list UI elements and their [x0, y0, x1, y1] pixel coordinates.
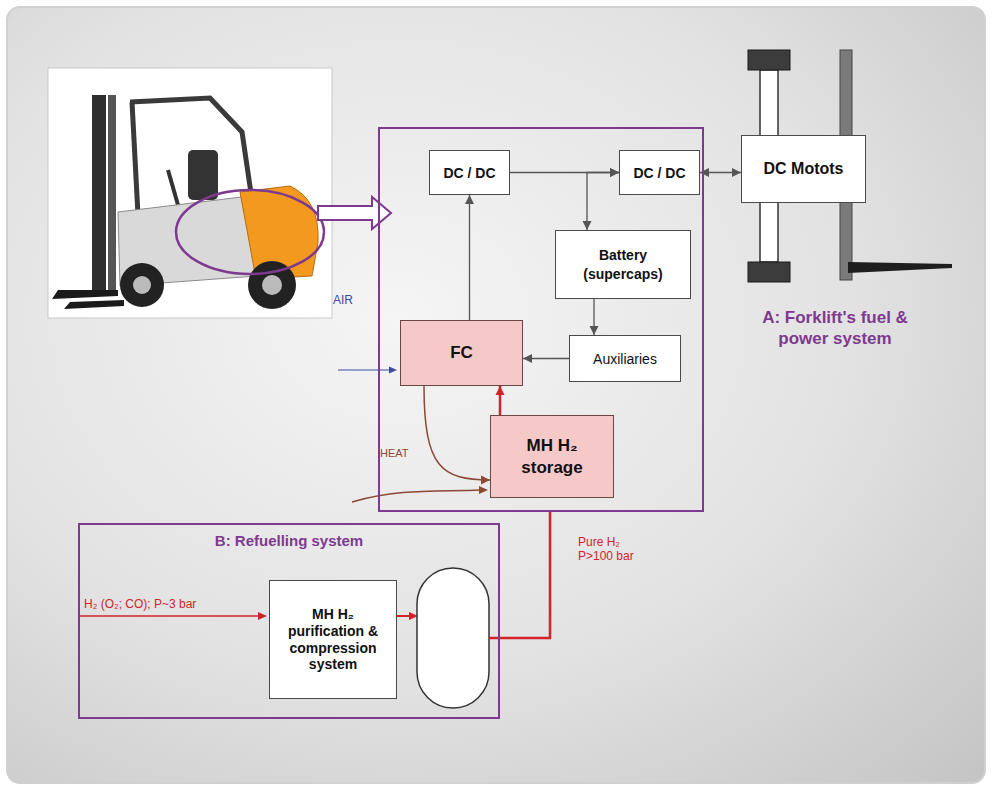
annotation-label: AIR: [333, 293, 353, 307]
forklift-photo: [48, 68, 391, 318]
arrow-head: [590, 326, 599, 335]
feed-line: [80, 615, 259, 617]
motor-box: DC Motots: [741, 135, 866, 203]
forklift-wheel: [120, 263, 164, 307]
forklift-hub: [262, 275, 282, 295]
arrow-head: [610, 168, 619, 177]
annotation-label: HEAT: [380, 447, 409, 460]
storage-box: MH H₂ storage: [490, 415, 614, 498]
arrow-head: [389, 367, 397, 374]
arrow-head: [465, 195, 474, 204]
connector-line: [424, 386, 490, 480]
forklift-fork: [52, 290, 118, 299]
process-box: MH H₂ purification & compression system: [269, 580, 397, 699]
frame-heading: B: Refuelling system: [80, 532, 498, 549]
box-label: FC: [450, 343, 473, 363]
wheel: [748, 50, 790, 70]
forklift-fork: [64, 300, 124, 309]
system-frame: A: Forklift's fuel & power systemDC / DC…: [378, 127, 704, 512]
buffer-tank: [417, 568, 489, 708]
refuel-lines: [80, 512, 550, 708]
label-holder: HEAT: [380, 447, 409, 460]
wheel: [748, 262, 790, 282]
arrow-head: [258, 612, 267, 620]
arrow-head: [496, 386, 505, 395]
air-line: [338, 369, 390, 370]
forklift-mast: [92, 95, 106, 290]
arrow-head: [479, 486, 488, 494]
box-label: MH H₂ storage: [505, 435, 600, 478]
connector: [424, 386, 490, 485]
connector: [496, 386, 505, 415]
arrow-head: [732, 168, 741, 177]
air-inlet: [338, 367, 397, 374]
connector: [700, 168, 741, 177]
connector-line: [469, 195, 470, 320]
system-frame: B: Refuelling system MH H₂ purification &…: [78, 523, 500, 719]
forklift-seat: [188, 150, 218, 200]
heat-line: [352, 490, 480, 502]
auxiliaries-box: Auxiliaries: [569, 335, 681, 382]
box-label: DC / DC: [633, 165, 685, 181]
connector: [465, 195, 474, 320]
fork-line: [848, 262, 952, 273]
converter-box: DC / DC: [429, 150, 510, 195]
converter-box: DC / DC: [619, 150, 700, 195]
box-label: MH H₂ purification & compression system: [274, 606, 392, 673]
box-label: Auxiliaries: [593, 351, 657, 367]
box-label: Battery (supercaps): [560, 246, 686, 282]
forklift-mast: [108, 95, 116, 290]
forklift-guard: [130, 98, 252, 200]
annotation-label: Pure H₂ P>100 bar: [578, 535, 644, 564]
annotation-label: H₂ (O₂; CO); P~3 bar: [84, 597, 196, 611]
hollow-arrow: [318, 197, 391, 229]
arrow-head: [481, 476, 490, 485]
arrow-head: [583, 221, 592, 230]
frame-heading: A: Forklift's fuel & power system: [735, 307, 935, 350]
fuel-cell-box: FC: [400, 320, 523, 386]
heat-inlet: [352, 486, 488, 502]
connector: [590, 299, 599, 335]
forklift-guard: [132, 102, 138, 215]
forklift-hub: [133, 276, 151, 294]
arrow-head: [523, 354, 532, 363]
battery-box: Battery (supercaps): [555, 230, 691, 299]
connector: [523, 354, 569, 363]
label-holder: AIR: [333, 293, 353, 307]
arrow-head: [610, 168, 619, 177]
photo-frame: [48, 68, 332, 318]
box-label: DC / DC: [443, 165, 495, 181]
box-label: DC Motots: [764, 160, 844, 178]
label-holder: H₂ (O₂; CO); P~3 bar: [84, 597, 196, 611]
label-holder: Pure H₂ P>100 bar: [578, 535, 644, 564]
highlight-ellipse: [176, 190, 324, 274]
connector-line: [587, 173, 619, 231]
forklift-steering: [168, 170, 178, 205]
arrow-head: [700, 168, 709, 177]
connector: [583, 168, 620, 230]
